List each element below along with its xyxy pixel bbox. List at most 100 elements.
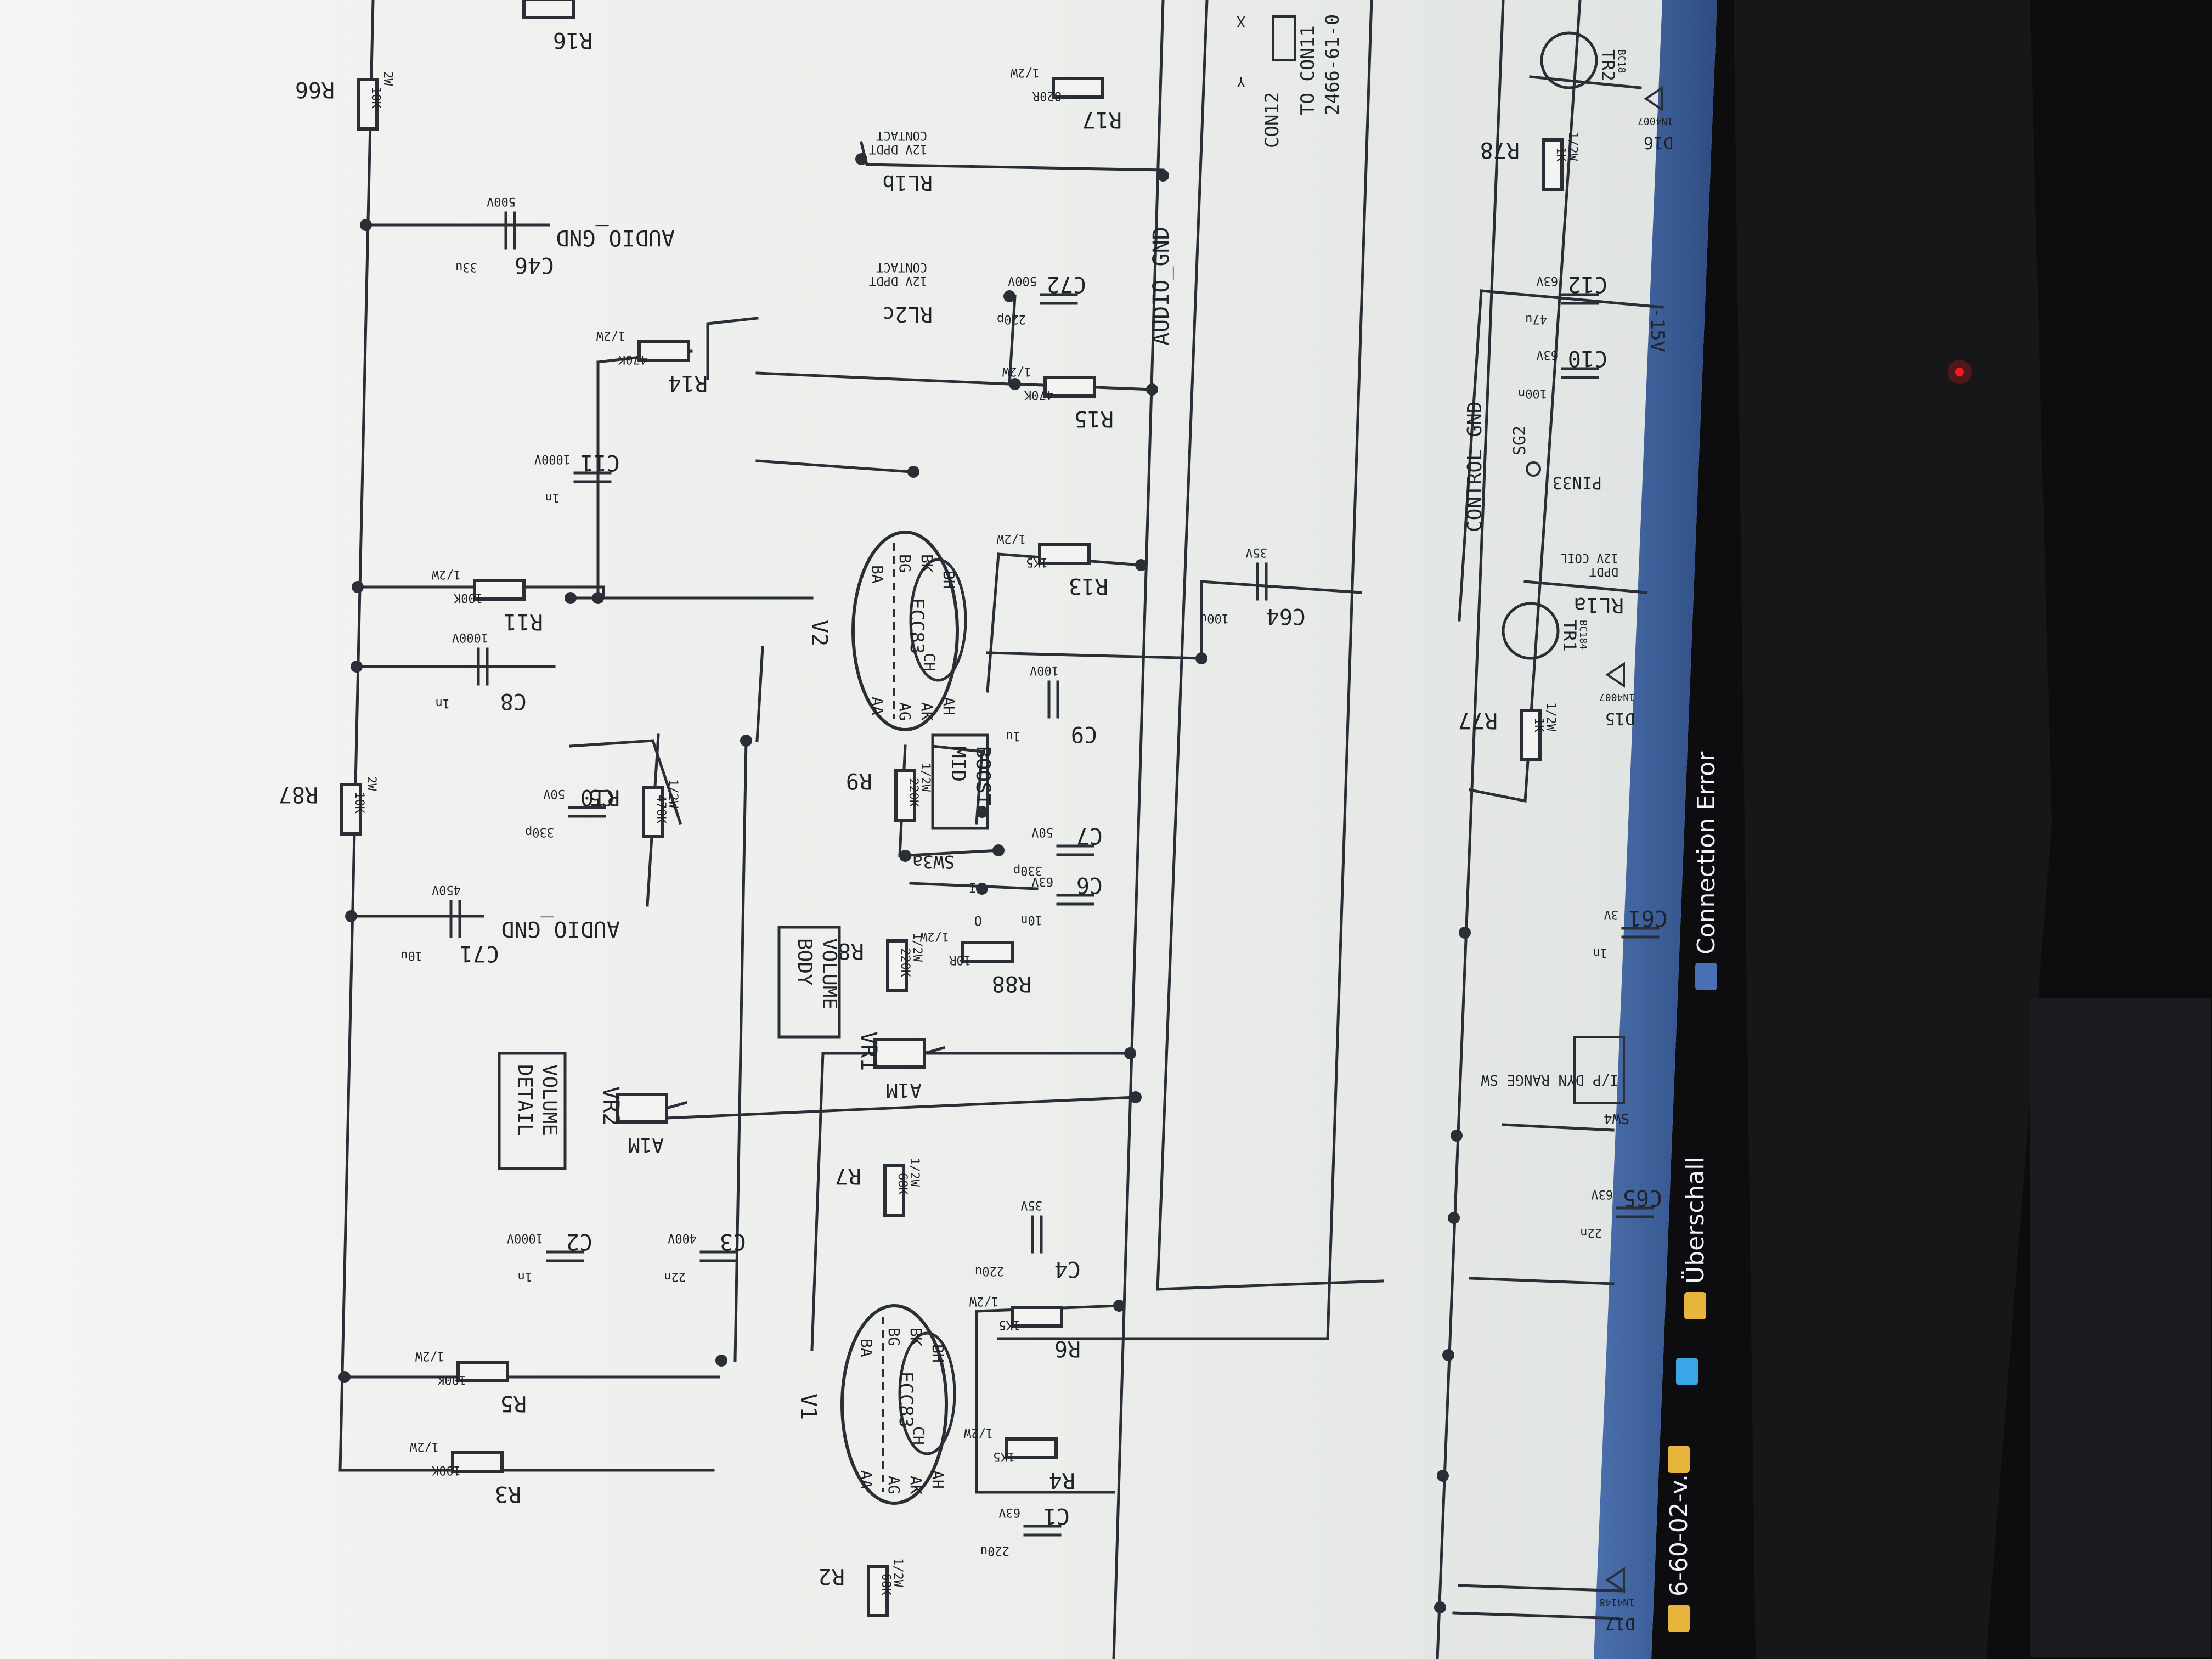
tube-pin-bk: BK bbox=[918, 554, 936, 573]
tube-pin-bh: BH bbox=[940, 571, 958, 589]
tube-name: V2 bbox=[806, 620, 832, 646]
resistor-rating: 2W bbox=[364, 776, 378, 791]
capacitor-ref: C61 bbox=[1628, 905, 1668, 930]
resistor-ref: R16 bbox=[553, 27, 592, 53]
resistor-body bbox=[357, 78, 379, 131]
section-label-line1: DETAIL bbox=[514, 1064, 536, 1136]
capacitor-value: 220p bbox=[997, 312, 1026, 326]
folder-yellow-icon bbox=[1684, 1292, 1706, 1319]
relay-ref: RL2c bbox=[882, 302, 933, 326]
resistor-body bbox=[522, 0, 575, 19]
resistor-value: 100K bbox=[437, 1373, 466, 1386]
tube-envelope bbox=[840, 1304, 948, 1505]
capacitor-value: 10n bbox=[1020, 913, 1042, 927]
bezel-edge bbox=[1734, 0, 2052, 1659]
capacitor-rating: 3V bbox=[1604, 907, 1619, 921]
capacitor-ref: C9 bbox=[1071, 721, 1097, 747]
diode-ref: D17 bbox=[1605, 1614, 1635, 1633]
relay-note-line2: DPDT bbox=[1589, 565, 1618, 578]
diode-part: 1N4007 bbox=[1599, 691, 1635, 703]
capacitor-ref: C65 bbox=[1623, 1185, 1662, 1210]
resistor-rating: 1/2W bbox=[919, 929, 949, 943]
section-label-line2: VOLUME bbox=[818, 938, 840, 1009]
capacitor-rating: 1000V bbox=[534, 452, 571, 466]
relay-note-line1: CONTACT bbox=[876, 128, 927, 142]
tube-heater bbox=[898, 1331, 956, 1455]
resistor-body bbox=[340, 783, 362, 836]
diode-symbol bbox=[1605, 662, 1625, 688]
diode-ref: D16 bbox=[1644, 133, 1673, 152]
taskbar-item-4[interactable]: Connection Error bbox=[1692, 751, 1720, 990]
capacitor-rating: 63V bbox=[1031, 874, 1053, 888]
resistor-body bbox=[1038, 543, 1091, 565]
connector-pin-x: X bbox=[1237, 13, 1245, 29]
resistor-rating: 1/2W bbox=[1002, 364, 1031, 378]
network-error-icon bbox=[1695, 963, 1717, 990]
taskbar-item-3[interactable]: Überschall bbox=[1681, 1156, 1709, 1319]
resistor-ref: R13 bbox=[1069, 573, 1108, 599]
resistor-body bbox=[1043, 376, 1096, 398]
net-label-neg-rail: -15V bbox=[1646, 307, 1668, 352]
capacitor-ref: C3 bbox=[720, 1229, 746, 1254]
capacitor-rating: 400V bbox=[668, 1231, 697, 1245]
resistor-value: 1K5 bbox=[998, 1318, 1020, 1331]
switch-pos-b: O bbox=[974, 913, 982, 928]
resistor-body bbox=[961, 941, 1014, 963]
resistor-ref: R10 bbox=[580, 785, 620, 810]
capacitor-value: 220u bbox=[975, 1264, 1004, 1278]
relay-ref: RL1b bbox=[882, 171, 933, 195]
resistor-value: 1K bbox=[1532, 718, 1545, 732]
tube-pin-aa: AA bbox=[868, 697, 887, 715]
schematic-wiring bbox=[338, 0, 1664, 1659]
capacitor-value: 1u bbox=[1006, 729, 1021, 743]
capacitor-value: 1n bbox=[1593, 946, 1608, 960]
capacitor-ref: C64 bbox=[1266, 603, 1306, 629]
capacitor-ref: C10 bbox=[1568, 346, 1607, 371]
pot-ref: VR2 bbox=[598, 1086, 623, 1126]
resistor-value: 68K bbox=[895, 1173, 909, 1195]
relay-note-line2: 12V DPDT bbox=[869, 142, 927, 156]
resistor-value: 1K bbox=[1554, 147, 1567, 162]
resistor-value: 100K bbox=[431, 1463, 461, 1477]
taskbar-item-1[interactable] bbox=[1668, 1446, 1690, 1473]
capacitor-rating: 35V bbox=[1020, 1198, 1042, 1212]
resistor-r16: R161/2W bbox=[522, 0, 592, 53]
capacitor-ref: C7 bbox=[1076, 823, 1103, 848]
capacitor-rating: 63V bbox=[1536, 348, 1558, 362]
capacitor-rating: 63V bbox=[1591, 1187, 1613, 1201]
switch-sw4: SW4 bbox=[1604, 1110, 1629, 1126]
relay-ref: RL1a bbox=[1573, 593, 1624, 617]
resistor-value: 100K bbox=[453, 591, 483, 605]
taskbar-item-2[interactable] bbox=[1676, 1358, 1698, 1385]
monitor-stand bbox=[2030, 998, 2211, 1657]
resistor-ref: R17 bbox=[1082, 107, 1122, 132]
tube-pin-ch: CH bbox=[921, 653, 939, 672]
diode-symbol bbox=[1605, 1567, 1625, 1593]
connector-body bbox=[1272, 15, 1296, 61]
resistor-rating: 1/2W bbox=[963, 1426, 993, 1440]
tube-pin-ak: AK bbox=[918, 702, 936, 721]
switch-sw3a: SW3a bbox=[912, 851, 955, 872]
taskbar-item-0[interactable]: 6-60-02-v... bbox=[1665, 1459, 1693, 1632]
resistor-ref: R4 bbox=[1049, 1468, 1075, 1493]
range-switch-label: I/P DYN RANGE SW bbox=[1481, 1071, 1618, 1088]
connector-to-line2: 2466-61-0 bbox=[1322, 14, 1344, 115]
